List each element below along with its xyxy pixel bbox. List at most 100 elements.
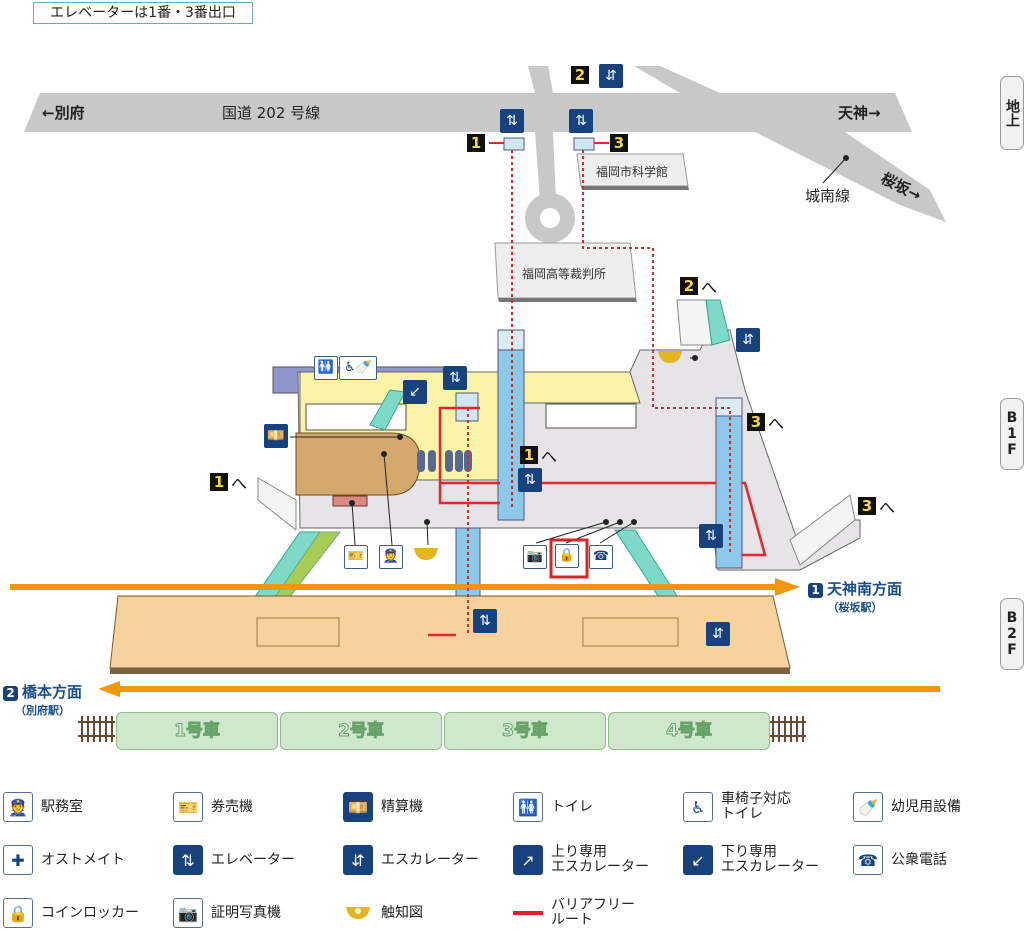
escalator-icon: ⇵ xyxy=(599,64,623,88)
legend-label: 証明写真機 xyxy=(211,904,281,921)
station-office-icon: 👮 xyxy=(3,792,33,822)
legend-label: 駅務室 xyxy=(41,798,83,815)
legend-label: 公衆電話 xyxy=(891,851,947,868)
legend-item: 🎫券売機 xyxy=(173,792,253,822)
coin-locker-highlight xyxy=(549,538,589,579)
exit-number: 1 xyxy=(210,473,228,491)
legend-item: 🔒 コインロッカー xyxy=(3,898,139,928)
track-number: 2 xyxy=(3,686,18,701)
legend-label: トイレ xyxy=(551,798,593,815)
elevator-exit-1-box xyxy=(503,137,525,151)
elevator-exit-notice: エレベーターは1番・3番出口 xyxy=(33,2,253,24)
elevator-icon: ⇅ xyxy=(500,109,524,133)
towards-caret: へ xyxy=(541,447,558,466)
towards-caret: へ xyxy=(768,414,785,433)
escalator-exit-2 xyxy=(705,299,731,346)
legend-label: 上り専用エスカレーター xyxy=(551,844,649,875)
fare-adjustment-icon: 💴 xyxy=(264,424,288,448)
legend-item: ↙ 下り専用エスカレーター xyxy=(683,845,819,875)
exit-2-ground-marker: 2 xyxy=(571,66,589,84)
elevator-icon: ⇅ xyxy=(699,524,723,548)
exit-number: 1 xyxy=(520,446,538,464)
direction-track-2: 2 橋本方面 （別府駅） xyxy=(3,681,82,718)
direction-station: （桜坂駅） xyxy=(827,601,883,614)
ostomate-icon: ✚ xyxy=(3,845,33,875)
public-phone-icon: ☎ xyxy=(853,845,883,875)
rails-east xyxy=(770,716,806,742)
barrier-free-route-icon xyxy=(513,898,543,928)
towards-caret: へ xyxy=(701,278,718,297)
elevator-icon: ⇅ xyxy=(569,109,593,133)
legend-label: コインロッカー xyxy=(41,904,139,921)
legend-label: 精算機 xyxy=(381,798,423,815)
up-escalator-icon: ↗ xyxy=(513,845,543,875)
direction-station: （別府駅） xyxy=(15,704,70,717)
elevator-exit-3-box xyxy=(573,137,595,151)
tactile-map-icon xyxy=(414,548,438,560)
towards-caret: へ xyxy=(231,474,248,493)
legend-item: ✚ オストメイト xyxy=(3,845,125,875)
ticket-gates xyxy=(417,450,472,472)
road-label-route-202: 国道 202 号線 xyxy=(222,104,321,122)
legend-label: 幼児用設備 xyxy=(891,798,961,815)
train-car-3: 3号車 xyxy=(444,712,606,750)
escalator-icon: ⇵ xyxy=(736,328,760,352)
legend-label: オストメイト xyxy=(41,851,125,868)
exit-3-ground-marker: 3 xyxy=(610,134,628,152)
legend-item: ☎ 公衆電話 xyxy=(853,845,947,875)
floor-tag-b1f: B1F xyxy=(1000,398,1024,470)
wheelchair-baby-icon: ♿🍼 xyxy=(339,356,377,380)
track-1-arrow xyxy=(10,578,800,596)
legend-item: 📷 証明写真機 xyxy=(173,898,281,928)
exit-number: 1 xyxy=(467,134,485,152)
photo-booth-icon: 📷 xyxy=(173,898,203,928)
floor-tag-b2f: B2F xyxy=(1000,598,1024,670)
stairs-exit-1 xyxy=(257,477,297,532)
label-science-museum: 福岡市科学館 xyxy=(596,165,669,179)
rails-west xyxy=(78,716,115,742)
track-2-arrow xyxy=(98,681,940,697)
escalator-icon: ⇵ xyxy=(706,622,730,646)
legend-label: 券売機 xyxy=(211,798,253,815)
exit-1-ground-marker: 1 xyxy=(467,134,485,152)
legend-item: ⇅エレベーター xyxy=(173,845,295,875)
direction-label: 橋本方面 xyxy=(22,683,83,701)
station-office-block xyxy=(295,432,421,496)
pointer-lines xyxy=(290,155,849,546)
elevator-icon: ⇅ xyxy=(443,366,467,390)
legend-label: 触知図 xyxy=(381,904,423,921)
station-office-icon: 👮 xyxy=(379,545,403,569)
exit-number: 3 xyxy=(858,497,876,515)
fare-adjustment-icon: 💴 xyxy=(343,792,373,822)
legend-item: 👮 駅務室 xyxy=(3,792,83,822)
train-car-4: 4号車 xyxy=(608,712,770,750)
legend-label: エレベーター xyxy=(211,851,295,868)
restroom-icon: 🚻 xyxy=(314,356,338,380)
down-escalator-icon: ↙ xyxy=(403,380,427,404)
road-cul-de-sac-stem xyxy=(535,132,556,200)
photo-booth-icon: 📷 xyxy=(523,545,547,569)
exit-number: 2 xyxy=(680,277,698,295)
legend-label: エスカレーター xyxy=(381,851,479,868)
tactile-map-icon xyxy=(343,898,373,928)
coin-locker-icon: 🔒 xyxy=(3,898,33,928)
legend-label: 下り専用エスカレーター xyxy=(721,844,819,875)
b2-platform xyxy=(109,595,791,669)
legend-item: 💴 精算機 xyxy=(343,792,423,822)
baby-facility-icon: 🍼 xyxy=(853,792,883,822)
floor-tag-ground: 地上 xyxy=(1000,76,1024,150)
towards-caret: へ xyxy=(879,498,896,517)
tactile-map-icon xyxy=(658,351,682,363)
ticket-machine-icon: 🎫 xyxy=(344,545,368,569)
road-label-beppu: ←別府 xyxy=(42,104,85,122)
restroom-icon: 🚻 xyxy=(513,792,543,822)
roads xyxy=(24,66,946,243)
wheelchair-icon: ♿ xyxy=(683,792,713,822)
road-route-202 xyxy=(24,93,912,132)
underground-passage-route xyxy=(467,150,731,635)
down-escalator-icon: ↙ xyxy=(683,845,713,875)
